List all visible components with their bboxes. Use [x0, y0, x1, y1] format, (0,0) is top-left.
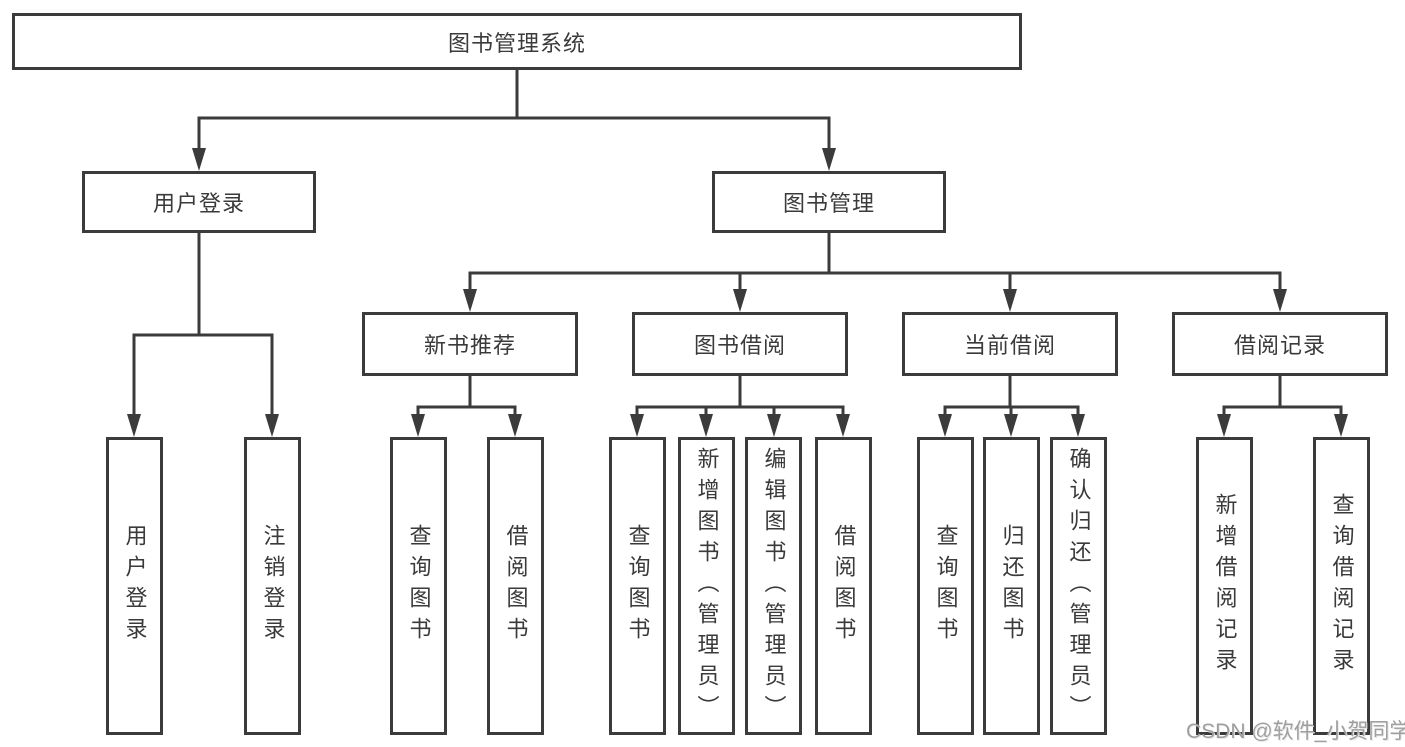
leaf-query-books-current: 查询图书	[917, 437, 974, 735]
leaf-add-book-admin: 新增图书（管理员）	[678, 437, 735, 735]
node-root-label: 图书管理系统	[447, 30, 586, 56]
leaf-edit-book-admin-label: 编辑图书（管理员）	[761, 446, 787, 726]
leaf-query-books-borrow: 查询图书	[609, 437, 666, 735]
node-root: 图书管理系统	[12, 13, 1022, 70]
leaf-query-books-recommend: 查询图书	[390, 437, 447, 735]
node-user-login-branch-label: 用户登录	[152, 191, 245, 216]
node-book-borrow: 图书借阅	[632, 312, 848, 376]
leaf-add-book-admin-label: 新增图书（管理员）	[694, 446, 720, 726]
leaf-query-books-recommend-label: 查询图书	[406, 524, 432, 648]
node-book-management-branch: 图书管理	[712, 171, 946, 233]
leaf-borrow-books: 借阅图书	[815, 437, 872, 735]
leaf-add-borrow-record-label: 新增借阅记录	[1212, 493, 1238, 679]
node-borrow-records: 借阅记录	[1172, 312, 1388, 376]
leaf-borrow-books-recommend-label: 借阅图书	[503, 524, 529, 648]
node-new-book-recommend: 新书推荐	[362, 312, 578, 376]
leaf-query-borrow-record-label: 查询借阅记录	[1329, 493, 1355, 679]
node-new-book-recommend-label: 新书推荐	[423, 333, 516, 358]
leaf-query-books-current-label: 查询图书	[933, 524, 959, 648]
node-user-login-branch: 用户登录	[82, 171, 316, 233]
node-book-management-branch-label: 图书管理	[782, 191, 875, 216]
leaf-return-book: 归还图书	[983, 437, 1040, 735]
node-book-borrow-label: 图书借阅	[693, 333, 786, 358]
leaf-borrow-books-recommend: 借阅图书	[487, 437, 544, 735]
leaf-query-books-borrow-label: 查询图书	[625, 524, 651, 648]
leaf-confirm-return-admin-label: 确认归还（管理员）	[1066, 446, 1092, 726]
leaf-user-login: 用户登录	[106, 437, 163, 735]
node-borrow-records-label: 借阅记录	[1233, 333, 1326, 358]
leaf-return-book-label: 归还图书	[999, 524, 1025, 648]
leaf-add-borrow-record: 新增借阅记录	[1196, 437, 1253, 735]
leaf-logout-label: 注销登录	[260, 524, 286, 648]
leaf-logout: 注销登录	[244, 437, 301, 735]
leaf-query-borrow-record: 查询借阅记录	[1313, 437, 1370, 735]
watermark-csdn: CSDN @软件_小贺同学	[1186, 720, 1405, 743]
leaf-borrow-books-label: 借阅图书	[831, 524, 857, 648]
leaf-user-login-label: 用户登录	[122, 524, 148, 648]
node-current-borrow: 当前借阅	[902, 312, 1118, 376]
leaf-confirm-return-admin: 确认归还（管理员）	[1050, 437, 1107, 735]
leaf-edit-book-admin: 编辑图书（管理员）	[745, 437, 802, 735]
node-current-borrow-label: 当前借阅	[963, 333, 1056, 358]
